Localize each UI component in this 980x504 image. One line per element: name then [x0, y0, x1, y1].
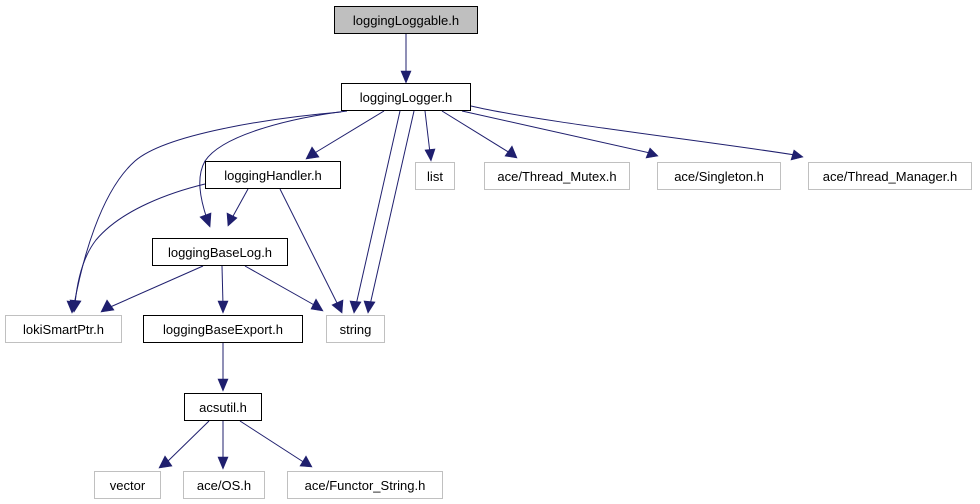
- node-vector[interactable]: vector: [94, 471, 161, 499]
- node-label: acsutil.h: [199, 399, 247, 415]
- edge-logger-to-lokismartptr: [66, 111, 342, 314]
- node-singleton[interactable]: ace/Singleton.h: [657, 162, 781, 190]
- node-thread_mgr[interactable]: ace/Thread_Manager.h: [808, 162, 972, 190]
- arrowhead-icon: [226, 212, 238, 227]
- arrowhead-icon: [424, 148, 436, 162]
- edge-line: [355, 110, 401, 306]
- node-label: ace/Singleton.h: [674, 168, 764, 184]
- edge-line: [244, 265, 317, 307]
- edge-line: [441, 110, 511, 154]
- arrowhead-icon: [69, 299, 82, 313]
- arrowhead-icon: [299, 455, 313, 468]
- node-label: list: [427, 168, 443, 184]
- arrowhead-icon: [645, 147, 659, 159]
- edge-acsutil-to-functor: [239, 420, 313, 468]
- node-label: vector: [109, 477, 146, 493]
- node-label: lokiSmartPtr.h: [23, 321, 104, 337]
- edge-line: [107, 265, 204, 309]
- edge-line: [165, 420, 210, 464]
- node-handler[interactable]: loggingHandler.h: [205, 161, 341, 189]
- edge-line: [312, 110, 385, 155]
- edge-acsutil-to-vector: [158, 420, 210, 469]
- node-acsutil[interactable]: acsutil.h: [184, 393, 262, 421]
- arrowhead-icon: [310, 298, 324, 312]
- node-label: ace/OS.h: [196, 477, 252, 493]
- edge-line: [74, 183, 206, 305]
- node-label: ace/Thread_Manager.h: [822, 168, 958, 184]
- node-baselog[interactable]: loggingBaseLog.h: [152, 238, 288, 266]
- arrowhead-icon: [217, 456, 229, 470]
- node-label: ace/Thread_Mutex.h: [497, 168, 617, 184]
- edge-handler-to-string: [279, 188, 344, 314]
- arrowhead-icon: [305, 146, 320, 160]
- edge-line: [221, 265, 224, 306]
- edge-logger-to-thread_mutex: [441, 110, 518, 159]
- arrowhead-icon: [400, 70, 412, 84]
- node-list[interactable]: list: [415, 162, 455, 190]
- node-loggable[interactable]: loggingLoggable.h: [334, 6, 478, 34]
- node-ace_os[interactable]: ace/OS.h: [183, 471, 265, 499]
- edge-acsutil-to-ace_os: [217, 421, 229, 470]
- node-label: loggingBaseLog.h: [167, 244, 273, 260]
- node-baseexport[interactable]: loggingBaseExport.h: [143, 315, 303, 343]
- edge-logger-to-list: [424, 110, 436, 162]
- node-string[interactable]: string: [326, 315, 385, 343]
- arrowhead-icon: [363, 300, 376, 314]
- arrowhead-icon: [158, 455, 173, 469]
- arrowhead-icon: [217, 300, 229, 314]
- node-label: string: [339, 321, 372, 337]
- edge-baseexport-to-acsutil: [217, 343, 229, 392]
- arrowhead-icon: [504, 145, 518, 159]
- edge-line: [279, 188, 339, 306]
- edge-baselog-to-baseexport: [217, 265, 229, 314]
- arrowhead-icon: [100, 299, 115, 313]
- edge-logger-to-baselog: [199, 110, 348, 228]
- edge-line: [73, 111, 342, 306]
- edge-line: [461, 110, 651, 154]
- arrowhead-icon: [331, 299, 344, 314]
- node-label: ace/Functor_String.h: [304, 477, 426, 493]
- node-logger[interactable]: loggingLogger.h: [341, 83, 471, 111]
- arrowhead-icon: [790, 149, 804, 161]
- edge-baselog-to-lokismartptr: [100, 265, 204, 313]
- edge-baselog-to-string: [244, 265, 324, 312]
- node-label: loggingHandler.h: [224, 167, 322, 183]
- edge-logger-to-thread_mgr: [470, 105, 804, 161]
- edge-handler-to-lokismartptr: [69, 183, 206, 313]
- edge-line: [369, 110, 415, 306]
- node-lokismartptr[interactable]: lokiSmartPtr.h: [5, 315, 122, 343]
- edge-logger-to-singleton: [461, 110, 659, 159]
- node-label: loggingLoggable.h: [352, 12, 460, 28]
- node-thread_mutex[interactable]: ace/Thread_Mutex.h: [484, 162, 630, 190]
- node-functor[interactable]: ace/Functor_String.h: [287, 471, 443, 499]
- arrowhead-icon: [349, 300, 362, 314]
- node-label: loggingBaseExport.h: [163, 321, 283, 337]
- arrowhead-icon: [217, 378, 229, 392]
- edge-line: [239, 420, 306, 464]
- arrowhead-icon: [199, 212, 212, 228]
- edge-logger-to-string: [349, 110, 401, 314]
- edge-logger-to-string: [363, 110, 415, 314]
- edge-logger-to-handler: [305, 110, 385, 160]
- edge-line: [199, 110, 348, 220]
- node-label: loggingLogger.h: [359, 89, 453, 105]
- edge-handler-to-baselog: [226, 188, 249, 227]
- edge-line: [231, 188, 249, 219]
- edge-loggable-to-logger: [400, 34, 412, 84]
- edge-line: [424, 110, 431, 154]
- edge-line: [470, 105, 796, 156]
